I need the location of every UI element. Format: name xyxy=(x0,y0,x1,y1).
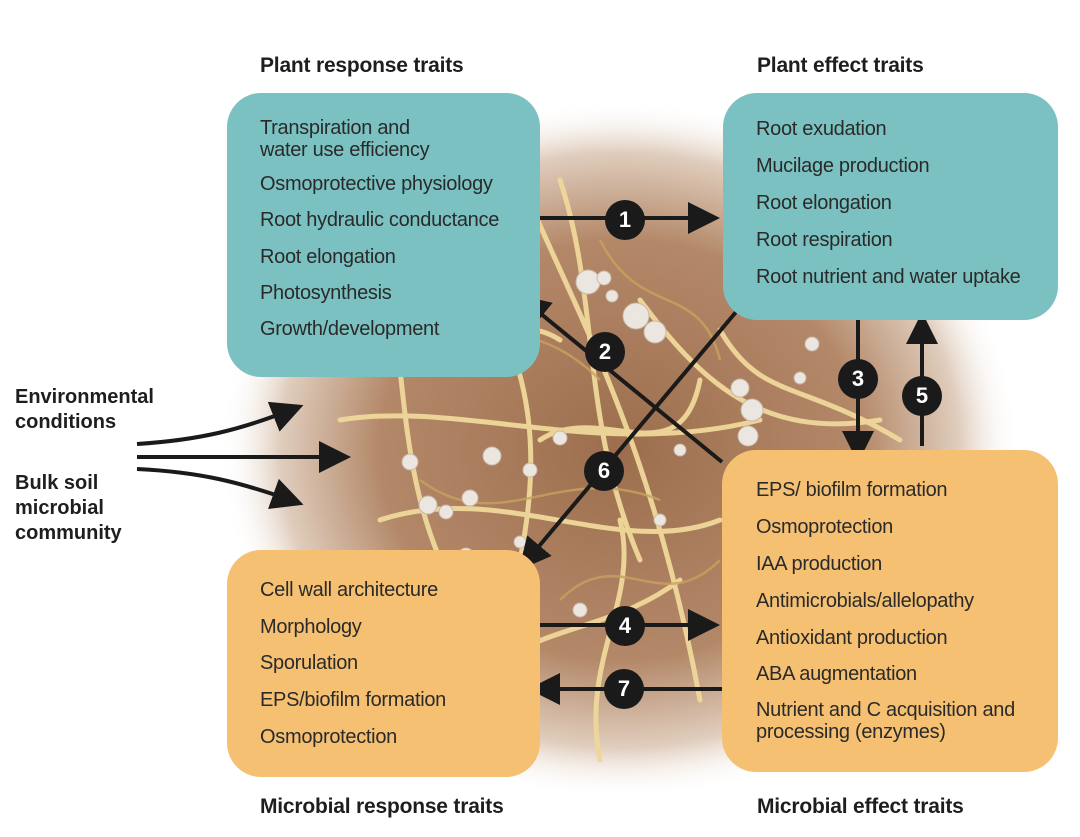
arrow-badge-7: 7 xyxy=(604,669,644,709)
arrow-badge-1: 1 xyxy=(605,200,645,240)
trait-item: Root respiration xyxy=(756,229,893,251)
arrow-badge-6: 6 xyxy=(584,451,624,491)
trait-item: Growth/development xyxy=(260,318,440,340)
trait-item: Root elongation xyxy=(756,192,892,214)
trait-item: Antioxidant production xyxy=(756,627,948,649)
trait-item: EPS/biofilm formation xyxy=(260,689,446,711)
arrow-badge-5: 5 xyxy=(902,376,942,416)
trait-item: ABA augmentation xyxy=(756,663,917,685)
heading-microbial-response: Microbial response traits xyxy=(260,795,504,818)
heading-microbial-effect: Microbial effect traits xyxy=(757,795,964,818)
trait-item: Osmoprotection xyxy=(756,516,893,538)
microbial-effect-box: EPS/ biofilm formation Osmoprotection IA… xyxy=(722,450,1058,772)
trait-item: Sporulation xyxy=(260,652,358,674)
arrow-badge-4: 4 xyxy=(605,606,645,646)
heading-plant-effect: Plant effect traits xyxy=(757,54,924,77)
arrow-2 xyxy=(517,294,724,464)
arrow-bulk-soil xyxy=(136,467,304,509)
trait-item: Antimicrobials/allelopathy xyxy=(756,590,974,612)
heading-plant-response: Plant response traits xyxy=(260,54,464,77)
trait-item: EPS/ biofilm formation xyxy=(756,479,948,501)
trait-item: Root elongation xyxy=(260,246,396,268)
trait-item: Transpiration and water use efficiency xyxy=(260,117,430,161)
trait-item: IAA production xyxy=(756,553,882,575)
trait-item: Osmoprotective physiology xyxy=(260,173,493,195)
bulk-soil-community-label: Bulk soil microbial community xyxy=(15,472,122,544)
arrow-6 xyxy=(518,310,738,571)
trait-item: Root hydraulic conductance xyxy=(260,209,500,231)
arrow-environmental xyxy=(136,401,304,446)
arrow-badge-2: 2 xyxy=(585,332,625,372)
trait-item: Root nutrient and water uptake xyxy=(756,266,1021,288)
microbial-response-box: Cell wall architecture Morphology Sporul… xyxy=(227,550,540,777)
trait-item: Cell wall architecture xyxy=(260,579,438,601)
trait-item: Photosynthesis xyxy=(260,282,392,304)
trait-item: Osmoprotection xyxy=(260,726,397,748)
plant-response-box: Transpiration and water use efficiency O… xyxy=(227,93,540,377)
trait-item: Morphology xyxy=(260,616,362,638)
plant-effect-box: Root exudation Mucilage production Root … xyxy=(723,93,1058,320)
arrow-badge-3: 3 xyxy=(838,359,878,399)
environmental-conditions-label: Environmental conditions xyxy=(15,386,154,433)
trait-item: Mucilage production xyxy=(756,155,930,177)
trait-item: Nutrient and C acquisition and processin… xyxy=(756,699,1015,743)
trait-item: Root exudation xyxy=(756,118,887,140)
